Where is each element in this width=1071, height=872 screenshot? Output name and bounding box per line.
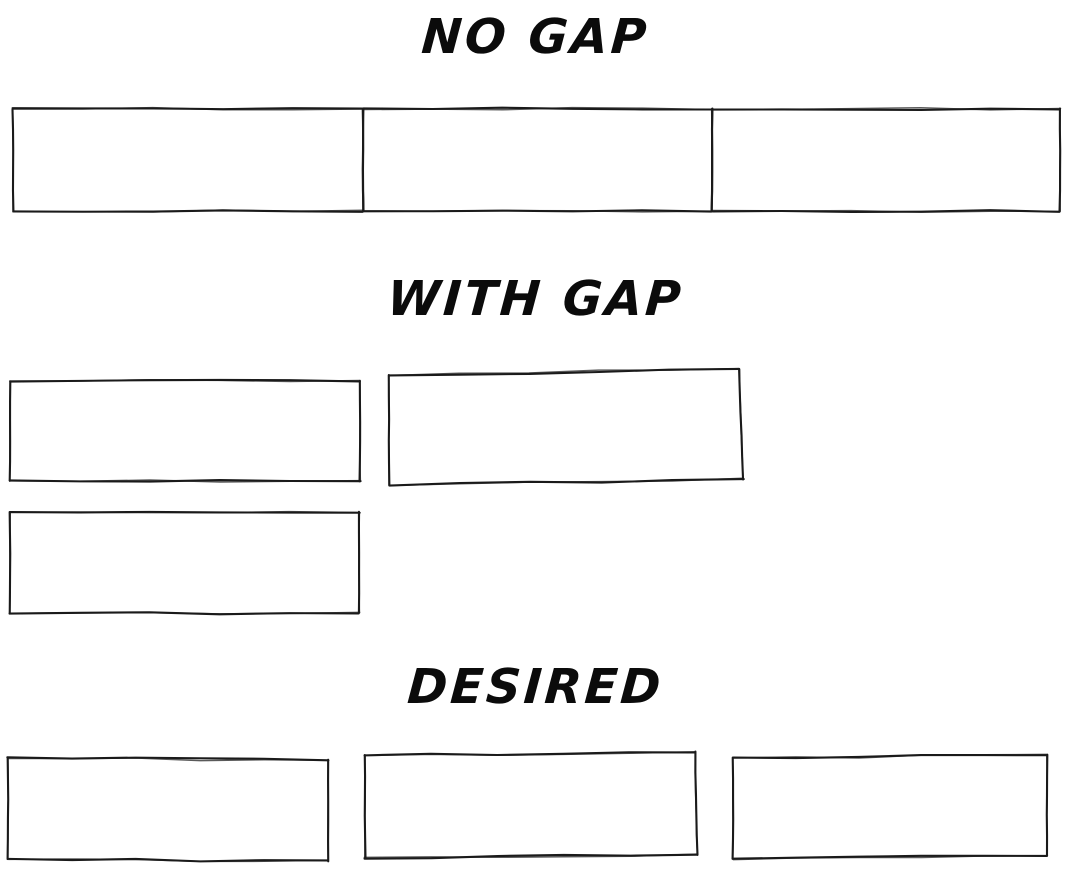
- box-no-gap-2-area[interactable]: [363, 109, 712, 211]
- box-no-gap-1-area[interactable]: [13, 109, 363, 211]
- section-title-with-gap: WITH GAP: [385, 271, 686, 327]
- box-desired-1-area[interactable]: [8, 758, 328, 859]
- section-title-desired: DESIRED: [405, 659, 666, 715]
- box-desired-2-area[interactable]: [365, 755, 695, 858]
- box-desired-3-area[interactable]: [733, 758, 1047, 859]
- section-title-no-gap: NO GAP: [419, 9, 652, 65]
- box-with-gap-1-area[interactable]: [10, 381, 360, 481]
- box-with-gap-3-area[interactable]: [10, 512, 359, 613]
- box-no-gap-3-area[interactable]: [712, 109, 1060, 211]
- box-with-gap-2-area[interactable]: [389, 375, 739, 485]
